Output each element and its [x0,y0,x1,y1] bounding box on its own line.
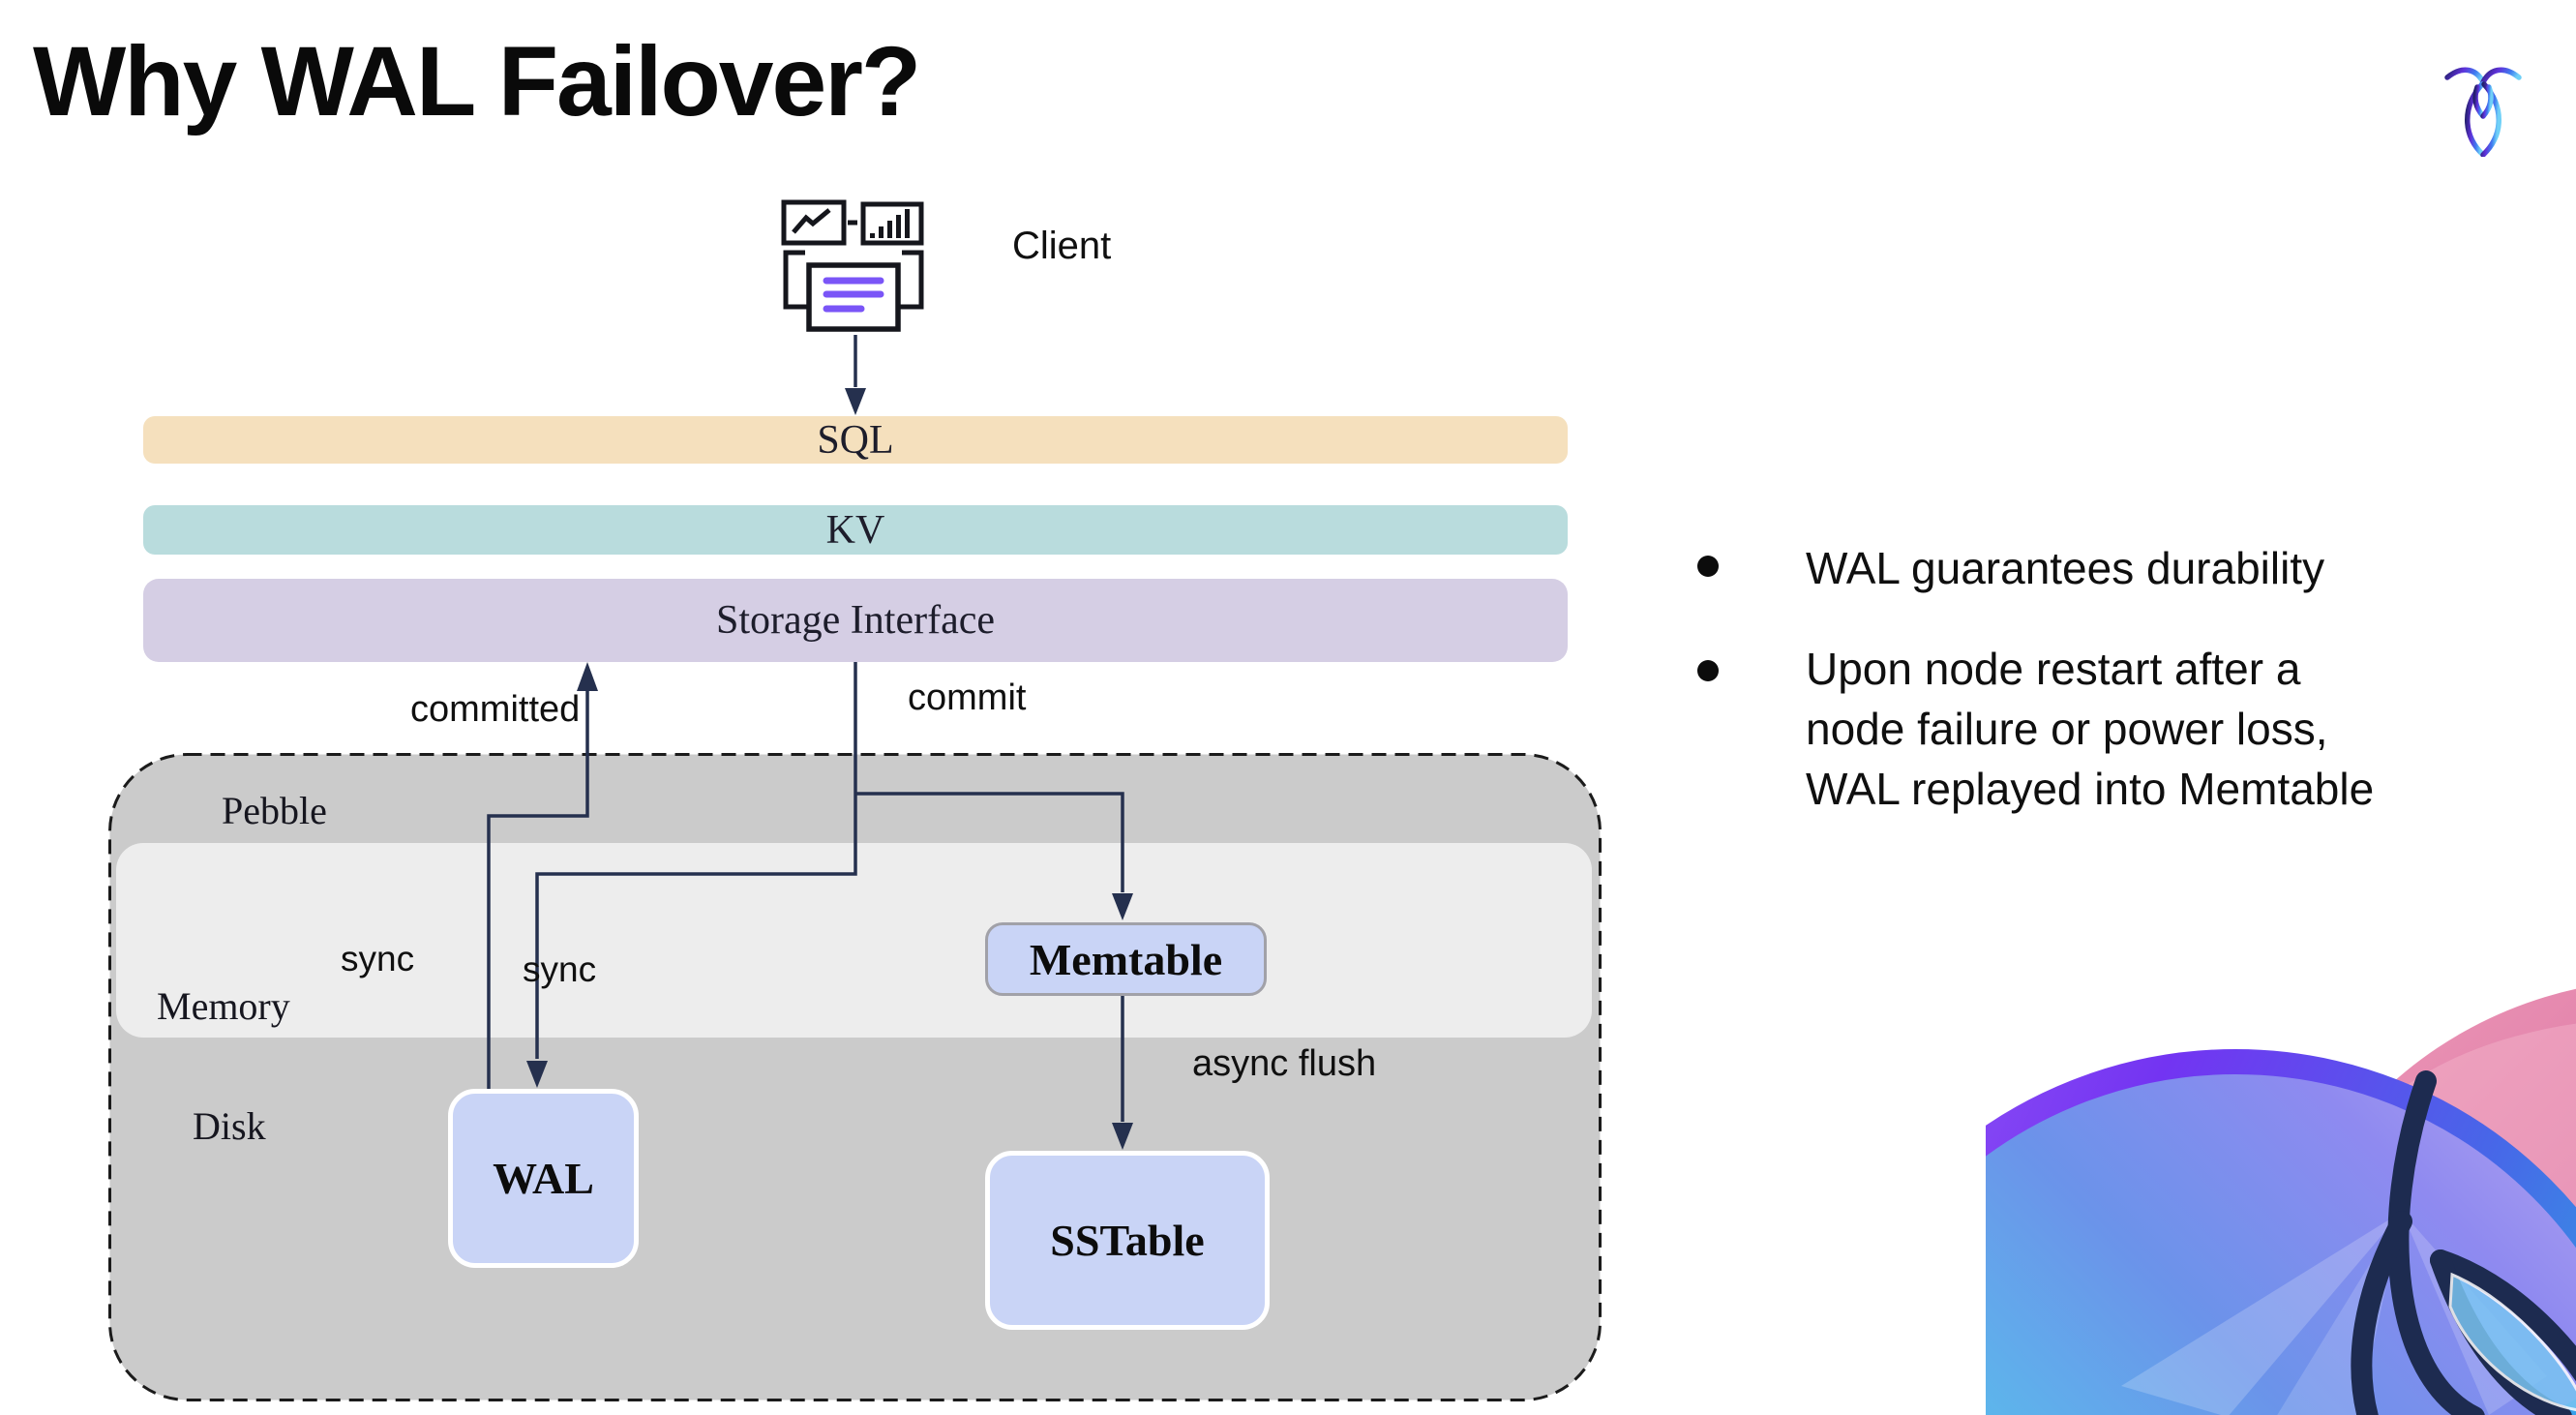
client-label: Client [1012,225,1112,267]
edge-label-committed: committed [410,689,581,730]
bullet-item: WAL guarantees durability [1806,538,2324,598]
cockroachdb-logo-icon [2444,67,2522,157]
client-workload-icon [781,199,924,332]
layer-kv-label: KV [825,507,885,553]
bullet-line: WAL replayed into Memtable [1806,764,2375,814]
node-sstable: SSTable [985,1151,1270,1330]
node-memtable-label: Memtable [1029,934,1223,984]
arrowhead-client-sql [845,388,866,415]
node-memtable: Memtable [985,922,1267,996]
layer-kv: KV [143,505,1568,555]
edge-label-sync-right: sync [523,949,597,989]
edge-label-sync-left: sync [341,939,415,978]
bullet-line: Upon node restart after a [1806,644,2301,694]
layer-storage-interface: Storage Interface [143,579,1568,662]
layer-sql: SQL [143,416,1568,464]
bullet-line: WAL guarantees durability [1806,543,2325,593]
memory-band [116,843,1592,1038]
edge-label-commit: commit [908,677,1027,718]
cockroach-brand-corner-art [1986,988,2576,1415]
layer-sql-label: SQL [817,417,894,463]
bullet-dot [1697,660,1719,681]
node-wal-label: WAL [493,1154,594,1203]
bullet-line: node failure or power loss, [1806,704,2328,754]
disk-label: Disk [193,1104,266,1148]
layer-storage-interface-label: Storage Interface [716,598,995,643]
page-title: Why WAL Failover? [33,26,921,136]
edge-label-async-flush: async flush [1192,1043,1377,1084]
pebble-label: Pebble [222,789,327,832]
memory-label: Memory [157,984,290,1028]
arrowhead-committed [577,662,598,691]
node-wal: WAL [448,1089,639,1268]
bullet-item: Upon node restart after a node failure o… [1806,639,2374,819]
bullet-dot [1697,556,1719,577]
node-sstable-label: SSTable [1050,1216,1205,1265]
